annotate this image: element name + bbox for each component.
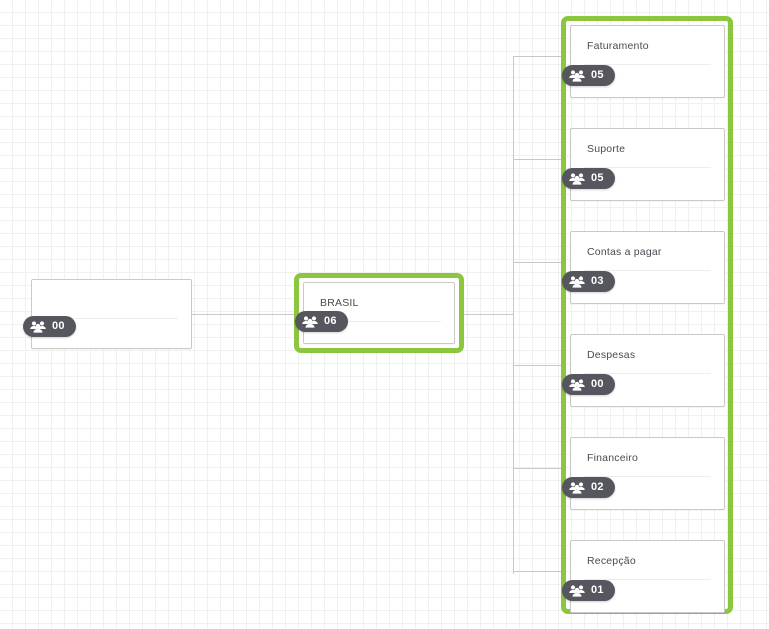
node-title: Recepção [587,555,636,567]
node-root-divider [45,318,178,319]
node-department-contas-a-pagar[interactable]: Contas a pagar 03 [562,231,725,304]
people-group-icon [569,482,585,494]
people-group-icon [302,316,318,328]
people-badge[interactable]: 05 [562,168,615,189]
connector-branch-2 [513,159,561,160]
node-root[interactable]: 00 [23,279,192,349]
people-group-icon [569,173,585,185]
node-brasil-divider [317,321,441,322]
node-department-faturamento[interactable]: Faturamento 05 [562,25,725,98]
connector-root-to-brasil [192,314,294,315]
node-title: Financeiro [587,452,639,464]
people-count: 00 [591,378,604,390]
people-group-icon [30,321,46,333]
connector-branch-1 [513,56,561,57]
node-divider [584,270,711,271]
node-divider [584,167,711,168]
node-department-despesas[interactable]: Despesas 00 [562,334,725,407]
connector-branch-6 [513,571,561,572]
node-divider [584,373,711,374]
connector-branch-3 [513,262,561,263]
node-divider [584,64,711,65]
node-brasil-title: BRASIL [320,297,359,309]
node-brasil[interactable]: BRASIL 06 [295,282,455,344]
department-group-highlight [561,16,733,614]
node-title: Contas a pagar [587,246,662,258]
people-group-icon [569,70,585,82]
connector-brasil-right-stub [464,314,514,315]
node-title: Faturamento [587,40,649,52]
people-group-icon [569,379,585,391]
node-title: Suporte [587,143,626,155]
people-count: 03 [591,275,604,287]
connector-branch-4 [513,365,561,366]
people-badge[interactable]: 00 [562,374,615,395]
node-root-people-badge[interactable]: 00 [23,316,76,337]
node-brasil-people-badge[interactable]: 06 [295,311,348,332]
node-title: Despesas [587,349,636,361]
node-department-suporte[interactable]: Suporte 05 [562,128,725,201]
node-divider [584,579,711,580]
node-department-recepcao[interactable]: Recepção 01 [562,540,725,613]
connector-vertical-spine [513,56,514,574]
people-group-icon [569,585,585,597]
node-department-financeiro[interactable]: Financeiro 02 [562,437,725,510]
people-group-icon [569,276,585,288]
people-count: 05 [591,172,604,184]
people-badge[interactable]: 03 [562,271,615,292]
people-badge[interactable]: 05 [562,65,615,86]
node-root-people-count: 00 [52,320,65,332]
people-count: 02 [591,481,604,493]
node-divider [584,476,711,477]
people-count: 05 [591,69,604,81]
people-count: 01 [591,584,604,596]
node-brasil-people-count: 06 [324,315,337,327]
people-badge[interactable]: 01 [562,580,615,601]
people-badge[interactable]: 02 [562,477,615,498]
connector-branch-5 [513,468,561,469]
